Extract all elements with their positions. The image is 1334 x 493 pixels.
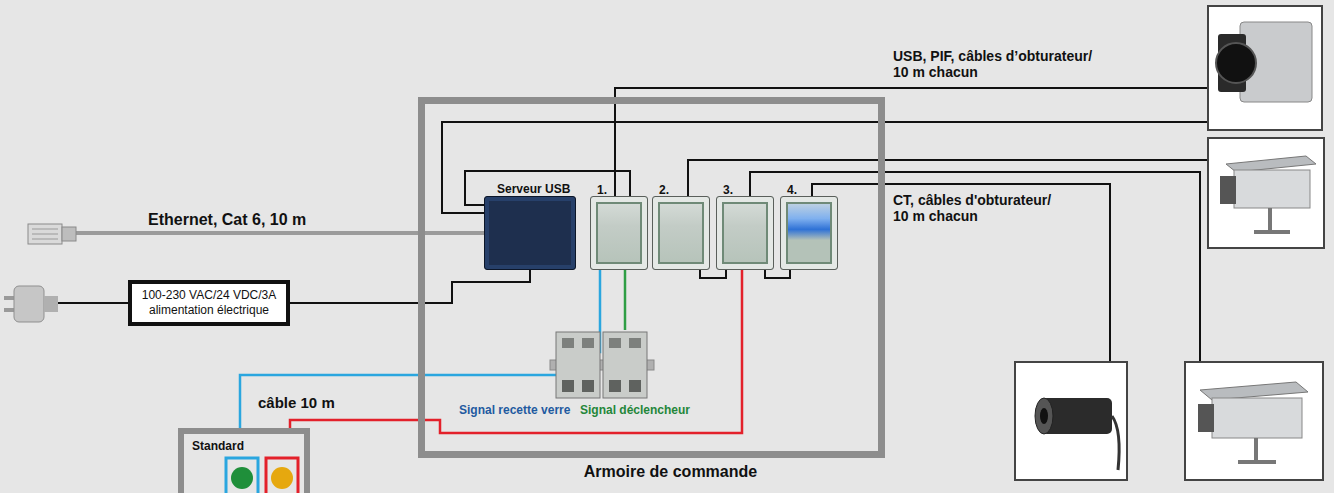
callout-number: 1. xyxy=(597,183,607,197)
camera-frame xyxy=(1208,6,1322,130)
terminal-block xyxy=(603,332,647,398)
module-power-link xyxy=(700,270,790,278)
power-supply-box: 100-230 VAC/24 VDC/3A alimentation élect… xyxy=(128,280,290,326)
sensor-housing xyxy=(1212,398,1302,438)
mount-bracket xyxy=(1254,208,1290,232)
green-lamp xyxy=(231,467,253,489)
sensor-window xyxy=(1198,404,1214,432)
ct-cable xyxy=(812,184,1110,362)
plug-prong xyxy=(4,296,15,300)
terminal-screw xyxy=(609,380,621,392)
terminal-screw xyxy=(609,338,621,348)
trigger-wire xyxy=(624,270,627,330)
terminal-screw xyxy=(582,380,594,392)
ct-cable xyxy=(750,172,1200,362)
sensor-cable xyxy=(1112,416,1119,470)
terminal-block xyxy=(556,332,600,398)
plug-contacts xyxy=(32,229,58,239)
io-module: 3. xyxy=(716,196,774,270)
mount-bracket xyxy=(1238,438,1276,462)
terminal-screw xyxy=(582,338,594,348)
cable-label: USB, PIF, câbles d’obturateur/ 10 m chac… xyxy=(893,48,1105,80)
plug-neck xyxy=(44,296,58,312)
shutter-cable xyxy=(688,160,1208,196)
terminal-screw xyxy=(562,338,574,348)
lens-glass xyxy=(1216,43,1256,83)
box-label: 100-230 VAC/24 VDC/3A alimentation élect… xyxy=(138,288,280,318)
lamp-frame xyxy=(266,458,298,493)
cabinet-title: Armoire de commande xyxy=(425,462,878,481)
io-module: 4. xyxy=(780,196,838,270)
io-module: 1. xyxy=(590,196,648,270)
usb-server: Serveur USB xyxy=(484,196,576,270)
box-label: Standard xyxy=(192,439,244,454)
plug-boot xyxy=(62,227,76,241)
plug-prong xyxy=(4,308,15,312)
callout-number: 2. xyxy=(659,183,669,197)
cable-label: câble 10 m xyxy=(258,394,335,412)
ethernet-plug xyxy=(28,224,62,244)
sensor-lens xyxy=(1040,408,1048,424)
lamp-frame xyxy=(226,458,258,493)
terminal-screw xyxy=(562,380,574,392)
camera-frame xyxy=(1208,138,1324,248)
cable-connector xyxy=(290,270,742,433)
cable-label: CT, câbles d'obturateur/ 10 m chacun xyxy=(893,192,1065,224)
signal-label: Signal recette verre xyxy=(459,403,570,417)
camera-frame xyxy=(1185,362,1323,480)
box-label: Serveur USB xyxy=(497,182,570,196)
sensor-head xyxy=(1035,398,1053,434)
signal-label: Signal déclencheur xyxy=(580,403,690,417)
shutter-cable xyxy=(615,88,1208,196)
cable-label: Ethernet, Cat 6, 10 m xyxy=(148,210,306,229)
terminal-screw xyxy=(629,338,641,348)
cable-connector xyxy=(290,270,530,303)
yellow-lamp xyxy=(271,467,293,489)
camera-frame xyxy=(1015,362,1127,480)
camera-housing xyxy=(1234,170,1310,208)
io-module: 2. xyxy=(652,196,710,270)
callout-number: 3. xyxy=(723,183,733,197)
camera-window xyxy=(1220,176,1236,204)
mains-cable xyxy=(58,302,128,304)
power-plug xyxy=(14,286,44,322)
sun-shield xyxy=(1200,382,1308,400)
signal-lamp-box: Standard xyxy=(178,428,310,493)
callout-number: 4. xyxy=(787,183,797,197)
terminal-screw xyxy=(629,380,641,392)
